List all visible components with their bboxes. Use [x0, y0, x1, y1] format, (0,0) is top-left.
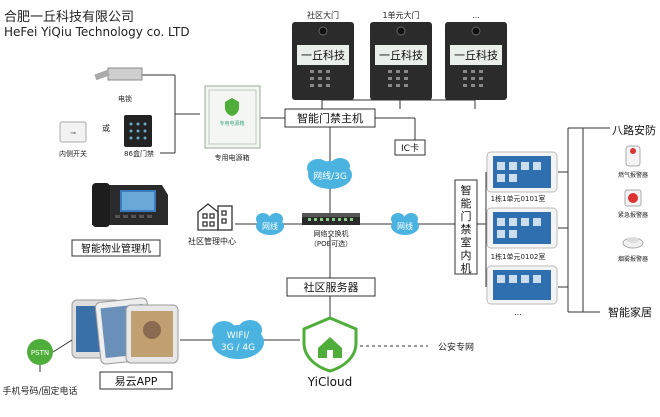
cloud-cable-left: 网线	[256, 213, 284, 235]
smoke-alarm-icon	[622, 237, 644, 249]
main-host-box	[284, 108, 376, 128]
cloud-3g-label: 网线/3G	[313, 170, 347, 182]
indoor-monitor-3-label: ...	[514, 308, 522, 317]
cloud-cable-left-label: 网线	[262, 221, 278, 231]
company-name-en: HeFei YiQiu Technology co. LTD	[4, 25, 190, 39]
indoor-unit-title: 智 能 门 禁 室 内 机	[461, 183, 472, 275]
smartphones-image	[71, 297, 179, 365]
door-panel-1-screen: 一丘科技	[301, 48, 345, 62]
gas-alarm-icon	[625, 145, 641, 167]
yicloud-name: YiCloud	[307, 375, 353, 389]
network-switch	[302, 213, 360, 225]
switch-title: 网络交换机	[314, 229, 349, 238]
server-label: 社区服务器	[304, 280, 359, 294]
power-box-label: 专用电源箱	[215, 153, 250, 162]
smoke-alarm-label: 烟雾报警器	[618, 255, 648, 263]
main-host-label: 智能门禁主机	[297, 111, 363, 125]
svg-text:室: 室	[461, 235, 472, 249]
cloud-cable-right: 网线	[391, 213, 419, 235]
phone-number-label: 手机号码/固定电话	[2, 385, 77, 397]
ic-card-label: IC卡	[401, 142, 419, 154]
svg-text:机: 机	[461, 261, 472, 275]
inner-switch: ⊸	[59, 121, 87, 143]
app-label: 易云APP	[115, 375, 158, 388]
yicloud-icon	[302, 316, 358, 373]
property-phone-label: 智能物业管理机	[81, 242, 151, 255]
indoor-monitor-1	[486, 151, 558, 193]
door-panel-2: 一丘科技	[370, 22, 432, 100]
switch-subtitle: （POE可选）	[310, 239, 352, 248]
ic-card-box	[394, 139, 426, 156]
cloud-3g: 网线/3G	[307, 158, 352, 189]
alarm-group-title: 八路安防	[612, 123, 656, 137]
door-panel-3: 一丘科技	[445, 22, 507, 100]
door-panel-3-label: ...	[472, 11, 480, 20]
svg-text:⊸: ⊸	[70, 129, 76, 137]
buildings-icon	[197, 203, 233, 231]
cloud-wifi: WIFI/ 3G / 4G	[212, 320, 264, 359]
emergency-alarm-label: 紧急报警器	[618, 211, 648, 219]
svg-text:能: 能	[461, 196, 472, 210]
wifi-label-1: WIFI/	[227, 331, 250, 341]
svg-text:禁: 禁	[461, 223, 472, 236]
app-box	[99, 371, 173, 390]
door-panel-1: 一丘科技	[292, 22, 354, 100]
pstn-icon: PSTN	[27, 339, 53, 365]
card-gate-device	[124, 115, 152, 147]
door-panel-2-screen: 一丘科技	[379, 48, 423, 62]
svg-text:内: 内	[461, 248, 472, 262]
property-phone	[92, 183, 168, 227]
company-name-cn: 合肥一丘科技有限公司	[4, 10, 134, 25]
indoor-monitor-2-label: 1栋1单元0102室	[491, 252, 546, 261]
electric-lock	[94, 67, 143, 81]
svg-text:智: 智	[461, 183, 472, 197]
electric-lock-label: 电锁	[118, 94, 132, 103]
property-phone-box	[71, 239, 161, 257]
indoor-monitor-3	[486, 265, 558, 305]
public-network-label: 公安专网	[438, 341, 474, 353]
power-box: 专用电源箱	[204, 85, 261, 149]
pstn-label: PSTN	[31, 349, 49, 357]
indoor-monitor-2	[486, 207, 558, 249]
inner-switch-label: 内侧开关	[59, 149, 87, 158]
smart-home-label: 智能家居	[608, 305, 652, 319]
server-box	[286, 277, 376, 297]
indoor-unit-box	[454, 179, 478, 275]
door-panel-1-label: 社区大门	[307, 10, 339, 20]
pstn-link	[52, 339, 73, 353]
door-panel-2-label: 1单元大门	[382, 10, 419, 20]
card-gate-label: 86盒门禁	[124, 149, 154, 158]
community-center-label: 社区管理中心	[188, 236, 236, 246]
cloud-cable-right-label: 网线	[397, 221, 413, 231]
indoor-monitor-1-label: 1栋1单元0101室	[491, 194, 546, 203]
door-panel-3-screen: 一丘科技	[454, 48, 498, 62]
or-text: 或	[102, 123, 110, 133]
emergency-alarm-icon	[624, 189, 642, 207]
power-box-screen: 专用电源箱	[219, 120, 244, 127]
svg-text:门: 门	[461, 209, 472, 223]
gas-alarm-label: 燃气报警器	[618, 171, 648, 179]
wifi-label-2: 3G / 4G	[221, 343, 255, 353]
